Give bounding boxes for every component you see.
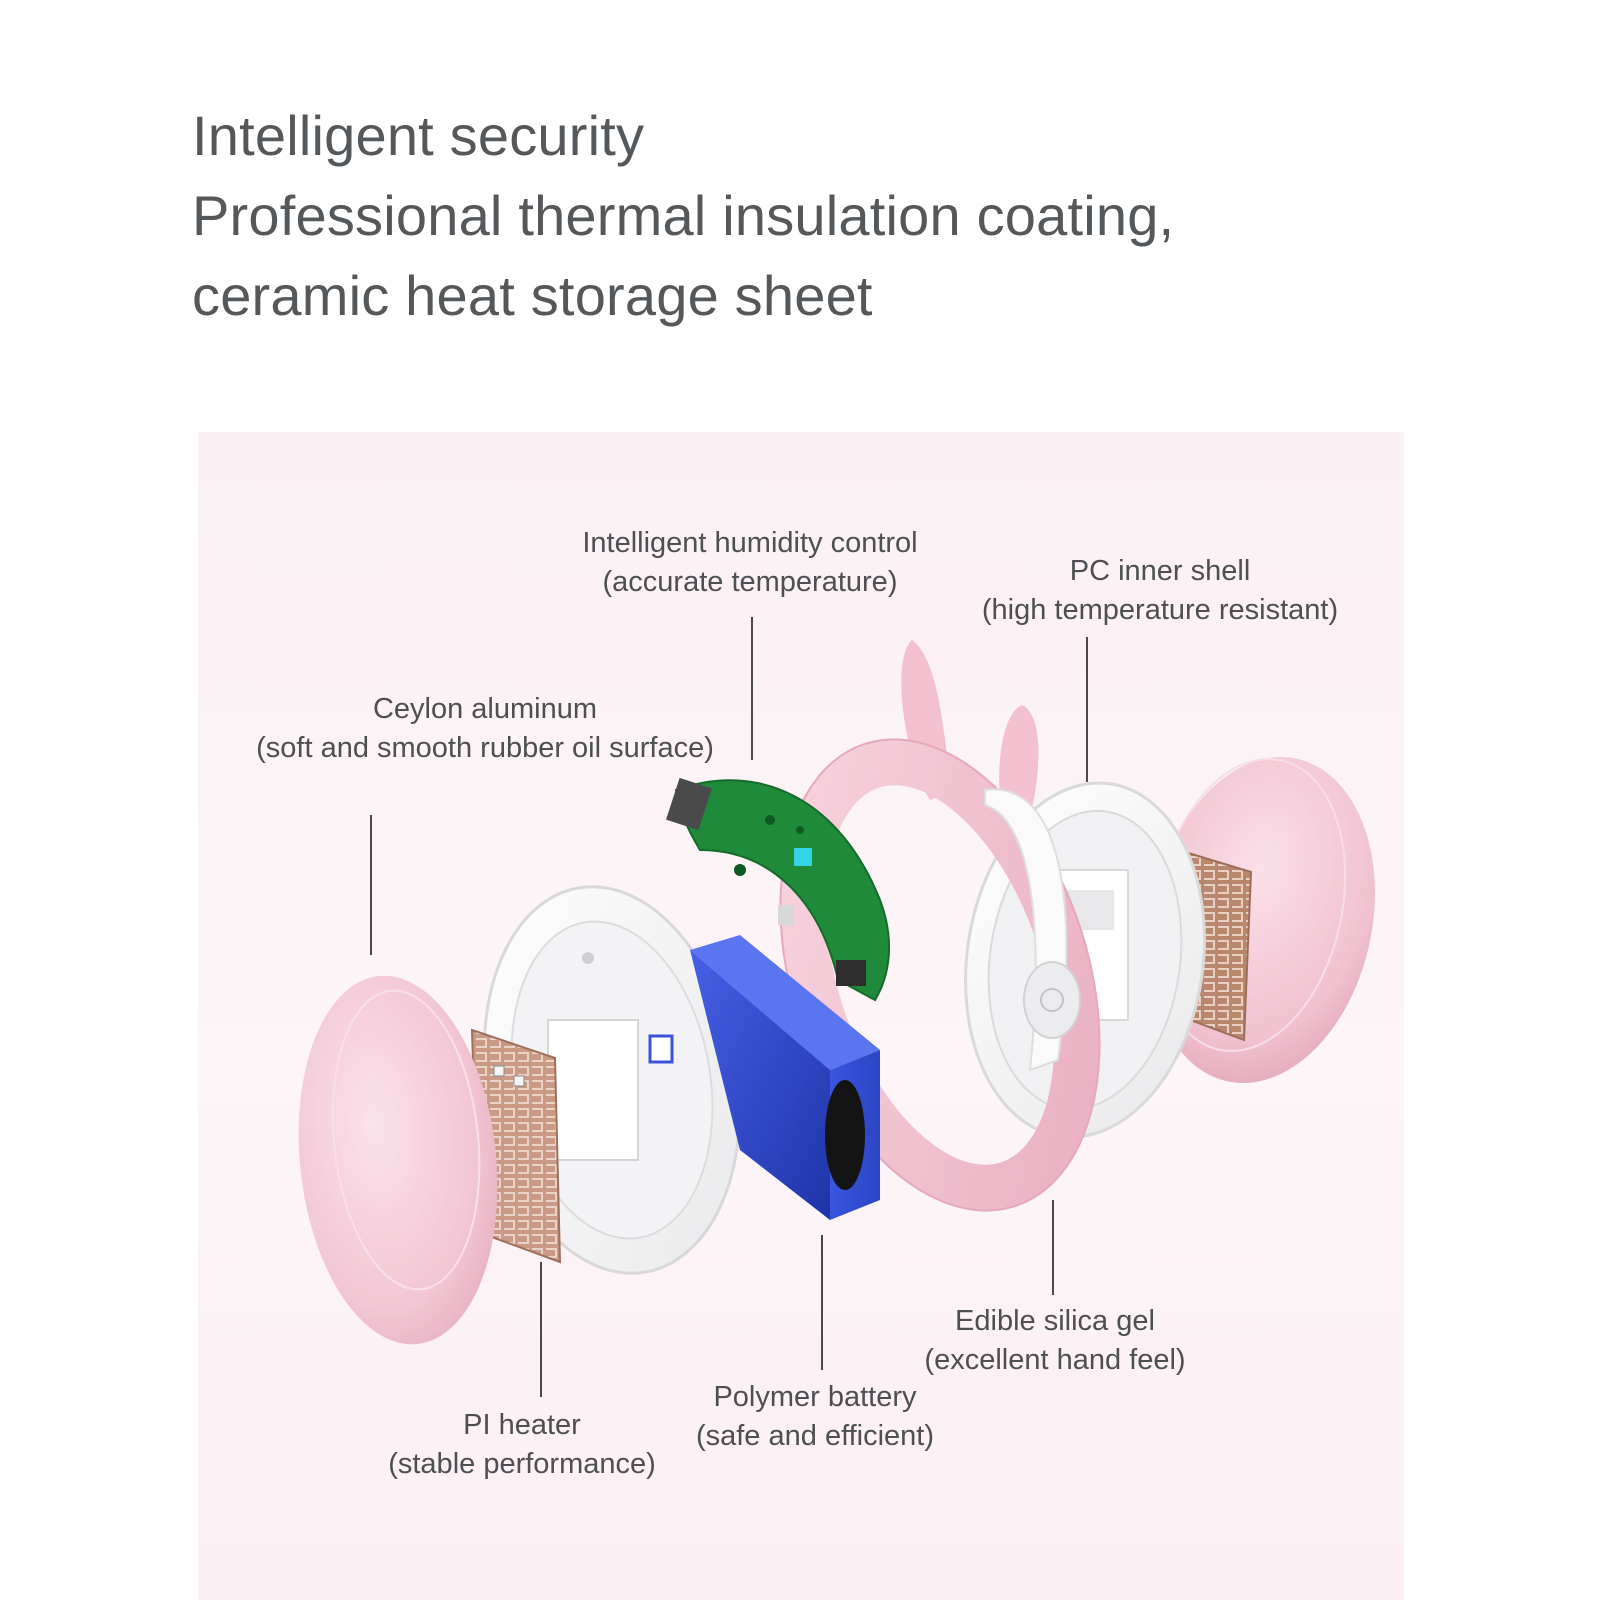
callout-humidity-detail: (accurate temperature) (602, 566, 898, 598)
callout-pc-shell: PC inner shell (high temperature resista… (950, 552, 1370, 630)
callout-aluminum: Ceylon aluminum (soft and smooth rubber … (225, 690, 745, 768)
callout-aluminum-title: Ceylon aluminum (372, 693, 598, 725)
callout-battery: Polymer battery (safe and efficient) (680, 1378, 950, 1456)
callout-battery-detail: (safe and efficient) (695, 1420, 935, 1452)
callout-silica-title: Edible silica gel (955, 1305, 1155, 1337)
pcb-control-board (666, 777, 890, 1002)
headline-line-2: Professional thermal insulation coating, (192, 184, 1175, 247)
headline-line-3: ceramic heat storage sheet (192, 264, 873, 327)
polymer-battery (690, 935, 880, 1220)
callout-pc-shell-title: PC inner shell (1069, 555, 1251, 587)
battery-end-cap (825, 1080, 865, 1190)
callout-silica-detail: (excellent hand feel) (924, 1344, 1186, 1376)
callout-heater: PI heater (stable performance) (372, 1406, 672, 1484)
headline-line-1: Intelligent security (192, 104, 645, 167)
callout-heater-title: PI heater (463, 1409, 581, 1441)
callout-pc-shell-detail: (high temperature resistant) (981, 594, 1339, 626)
callout-humidity: Intelligent humidity control (accurate t… (540, 524, 960, 602)
callout-aluminum-detail: (soft and smooth rubber oil surface) (256, 732, 714, 764)
headline: Intelligent security Professional therma… (192, 96, 1492, 336)
left-pink-cover (298, 975, 498, 1345)
callout-battery-title: Polymer battery (713, 1381, 917, 1413)
callout-heater-detail: (stable performance) (388, 1448, 656, 1480)
callout-humidity-title: Intelligent humidity control (582, 527, 918, 559)
callout-silica: Edible silica gel (excellent hand feel) (890, 1302, 1220, 1380)
power-icon (1040, 988, 1064, 1012)
